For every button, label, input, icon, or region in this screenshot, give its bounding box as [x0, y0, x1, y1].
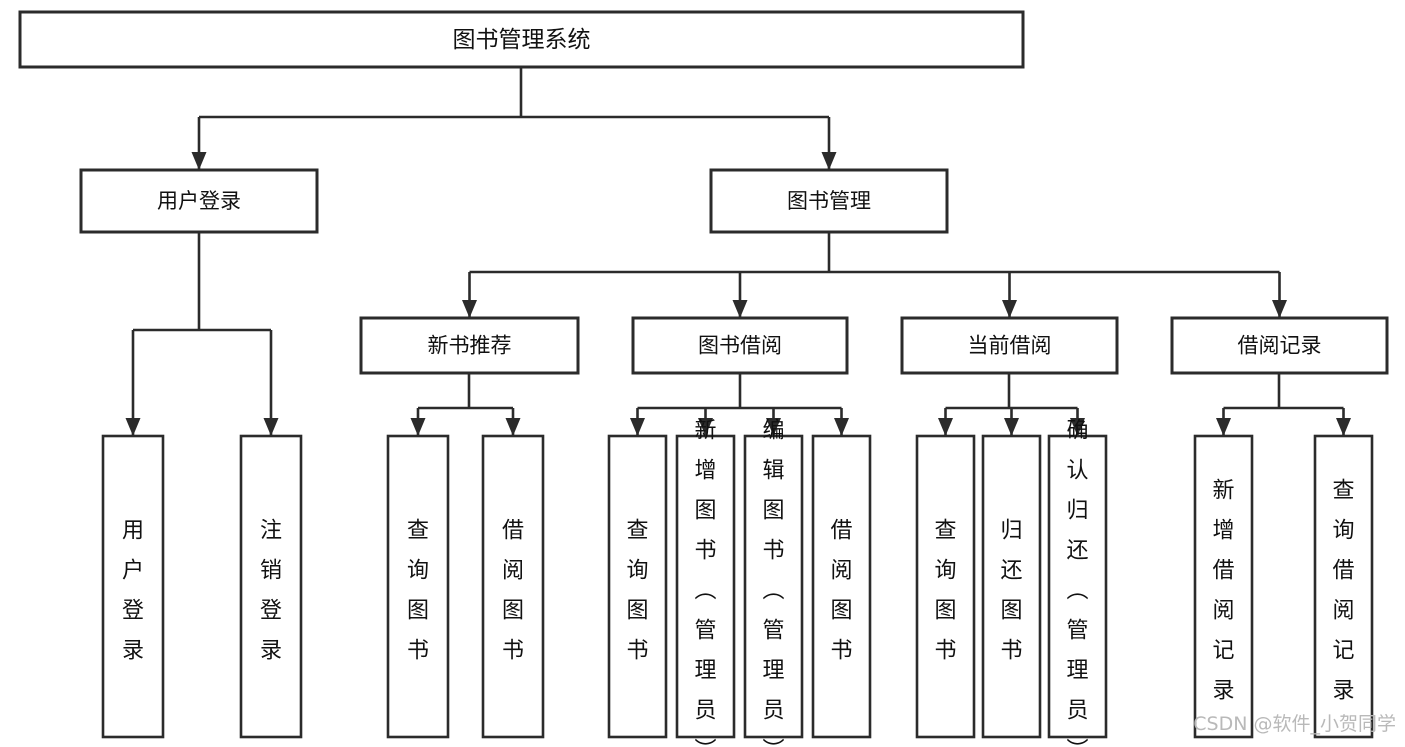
connector-book-borrow: [630, 373, 849, 436]
node-box-leaf-confirm-return[interactable]: [1047, 434, 1108, 739]
arrow-head-leaf-add-book: [698, 418, 713, 436]
node-label-leaf-add-book: 新增图书︵管理员︶: [694, 419, 716, 747]
node-label-leaf-user-login: 用户登录: [122, 519, 144, 664]
node-leaf-query-book-3[interactable]: 查询图书: [915, 434, 976, 739]
node-box-leaf-logout[interactable]: [239, 434, 303, 739]
node-leaf-query-book-2[interactable]: 查询图书: [607, 434, 668, 739]
node-label-leaf-query-book-2: 查询图书: [626, 519, 648, 664]
arrow-head-leaf-add-record: [1216, 418, 1231, 436]
node-box-root[interactable]: [18, 10, 1025, 69]
node-box-leaf-add-record[interactable]: [1193, 434, 1254, 739]
node-label-leaf-query-record: 查询借阅记录: [1332, 479, 1354, 704]
arrow-head-leaf-logout: [263, 418, 279, 436]
node-box-leaf-query-book-3[interactable]: [915, 434, 976, 739]
node-box-new-book-rec[interactable]: [359, 316, 580, 375]
node-label-leaf-logout: 注销登录: [260, 519, 282, 664]
node-box-book-borrow[interactable]: [631, 316, 849, 375]
arrow-head-leaf-query-record: [1336, 418, 1351, 436]
node-label-book-borrow: 图书借阅: [698, 334, 782, 358]
node-box-borrow-record[interactable]: [1170, 316, 1389, 375]
node-label-leaf-borrow-book-1: 借阅图书: [502, 519, 524, 664]
arrow-head-leaf-edit-book: [766, 418, 781, 436]
arrow-head-leaf-borrow-book-2: [834, 418, 849, 436]
arrow-head-new-book-rec: [462, 300, 477, 318]
connector-current-borrow: [938, 373, 1085, 436]
node-leaf-add-record[interactable]: 新增借阅记录: [1193, 434, 1254, 739]
node-label-book-manage: 图书管理: [787, 189, 871, 213]
arrow-head-leaf-return-book: [1004, 418, 1019, 436]
node-box-book-manage[interactable]: [709, 168, 949, 234]
connector-user-login: [125, 232, 279, 436]
arrow-head-borrow-record: [1272, 300, 1287, 318]
node-label-leaf-borrow-book-2: 借阅图书: [830, 519, 852, 664]
node-box-leaf-edit-book[interactable]: [743, 434, 804, 739]
node-label-leaf-confirm-return: 确认归还︵管理员︶: [1066, 419, 1088, 747]
arrow-head-current-borrow: [1002, 300, 1017, 318]
node-user-login[interactable]: 用户登录: [79, 168, 319, 234]
node-label-borrow-record: 借阅记录: [1238, 334, 1322, 358]
node-leaf-add-book[interactable]: 新增图书︵管理员︶: [675, 419, 736, 747]
node-label-current-borrow: 当前借阅: [968, 334, 1052, 358]
connector-borrow-record: [1216, 373, 1351, 436]
arrow-head-leaf-query-book-2: [630, 418, 645, 436]
node-label-leaf-edit-book: 编辑图书︵管理员︶: [762, 419, 784, 747]
arrow-head-user-login: [191, 152, 207, 170]
node-box-leaf-query-book-1[interactable]: [386, 434, 450, 739]
arrow-head-book-manage: [821, 152, 837, 170]
arrow-head-leaf-confirm-return: [1070, 418, 1085, 436]
node-root[interactable]: 图书管理系统: [18, 10, 1025, 69]
arrow-head-leaf-query-book-1: [410, 418, 426, 436]
node-book-manage[interactable]: 图书管理: [709, 168, 949, 234]
arrow-head-leaf-query-book-3: [938, 418, 953, 436]
node-label-leaf-query-book-3: 查询图书: [934, 519, 956, 664]
node-box-leaf-query-book-2[interactable]: [607, 434, 668, 739]
node-leaf-logout[interactable]: 注销登录: [239, 434, 303, 739]
node-box-leaf-borrow-book-1[interactable]: [481, 434, 545, 739]
node-box-leaf-borrow-book-2[interactable]: [811, 434, 872, 739]
node-box-leaf-query-record[interactable]: [1313, 434, 1374, 739]
connector-new-book-rec: [410, 373, 521, 436]
node-leaf-edit-book[interactable]: 编辑图书︵管理员︶: [743, 419, 804, 747]
node-label-leaf-return-book: 归还图书: [1000, 519, 1022, 664]
node-layer: 图书管理系统用户登录图书管理新书推荐图书借阅当前借阅借阅记录用户登录注销登录查询…: [18, 10, 1389, 747]
node-label-leaf-query-book-1: 查询图书: [407, 519, 429, 664]
node-box-user-login[interactable]: [79, 168, 319, 234]
node-box-leaf-add-book[interactable]: [675, 434, 736, 739]
node-label-root: 图书管理系统: [453, 27, 591, 53]
arrow-head-leaf-borrow-book-1: [505, 418, 521, 436]
node-leaf-user-login[interactable]: 用户登录: [101, 434, 165, 739]
node-book-borrow[interactable]: 图书借阅: [631, 316, 849, 375]
connector-root: [191, 67, 837, 170]
csdn-watermark: CSDN @软件_小贺同学: [1193, 713, 1396, 735]
node-label-leaf-add-record: 新增借阅记录: [1212, 479, 1234, 704]
node-new-book-rec[interactable]: 新书推荐: [359, 316, 580, 375]
node-box-leaf-user-login[interactable]: [101, 434, 165, 739]
node-leaf-borrow-book-2[interactable]: 借阅图书: [811, 434, 872, 739]
arrow-head-leaf-user-login: [125, 418, 141, 436]
node-leaf-query-record[interactable]: 查询借阅记录: [1313, 434, 1374, 739]
node-leaf-query-book-1[interactable]: 查询图书: [386, 434, 450, 739]
node-label-user-login: 用户登录: [157, 189, 241, 213]
connector-layer: [125, 67, 1351, 436]
node-current-borrow[interactable]: 当前借阅: [900, 316, 1119, 375]
connector-book-manage: [462, 232, 1287, 318]
arrow-head-book-borrow: [732, 300, 748, 318]
node-box-current-borrow[interactable]: [900, 316, 1119, 375]
node-leaf-return-book[interactable]: 归还图书: [981, 434, 1042, 739]
node-label-new-book-rec: 新书推荐: [428, 334, 512, 358]
node-borrow-record[interactable]: 借阅记录: [1170, 316, 1389, 375]
node-box-leaf-return-book[interactable]: [981, 434, 1042, 739]
node-leaf-confirm-return[interactable]: 确认归还︵管理员︶: [1047, 419, 1108, 747]
node-leaf-borrow-book-1[interactable]: 借阅图书: [481, 434, 545, 739]
